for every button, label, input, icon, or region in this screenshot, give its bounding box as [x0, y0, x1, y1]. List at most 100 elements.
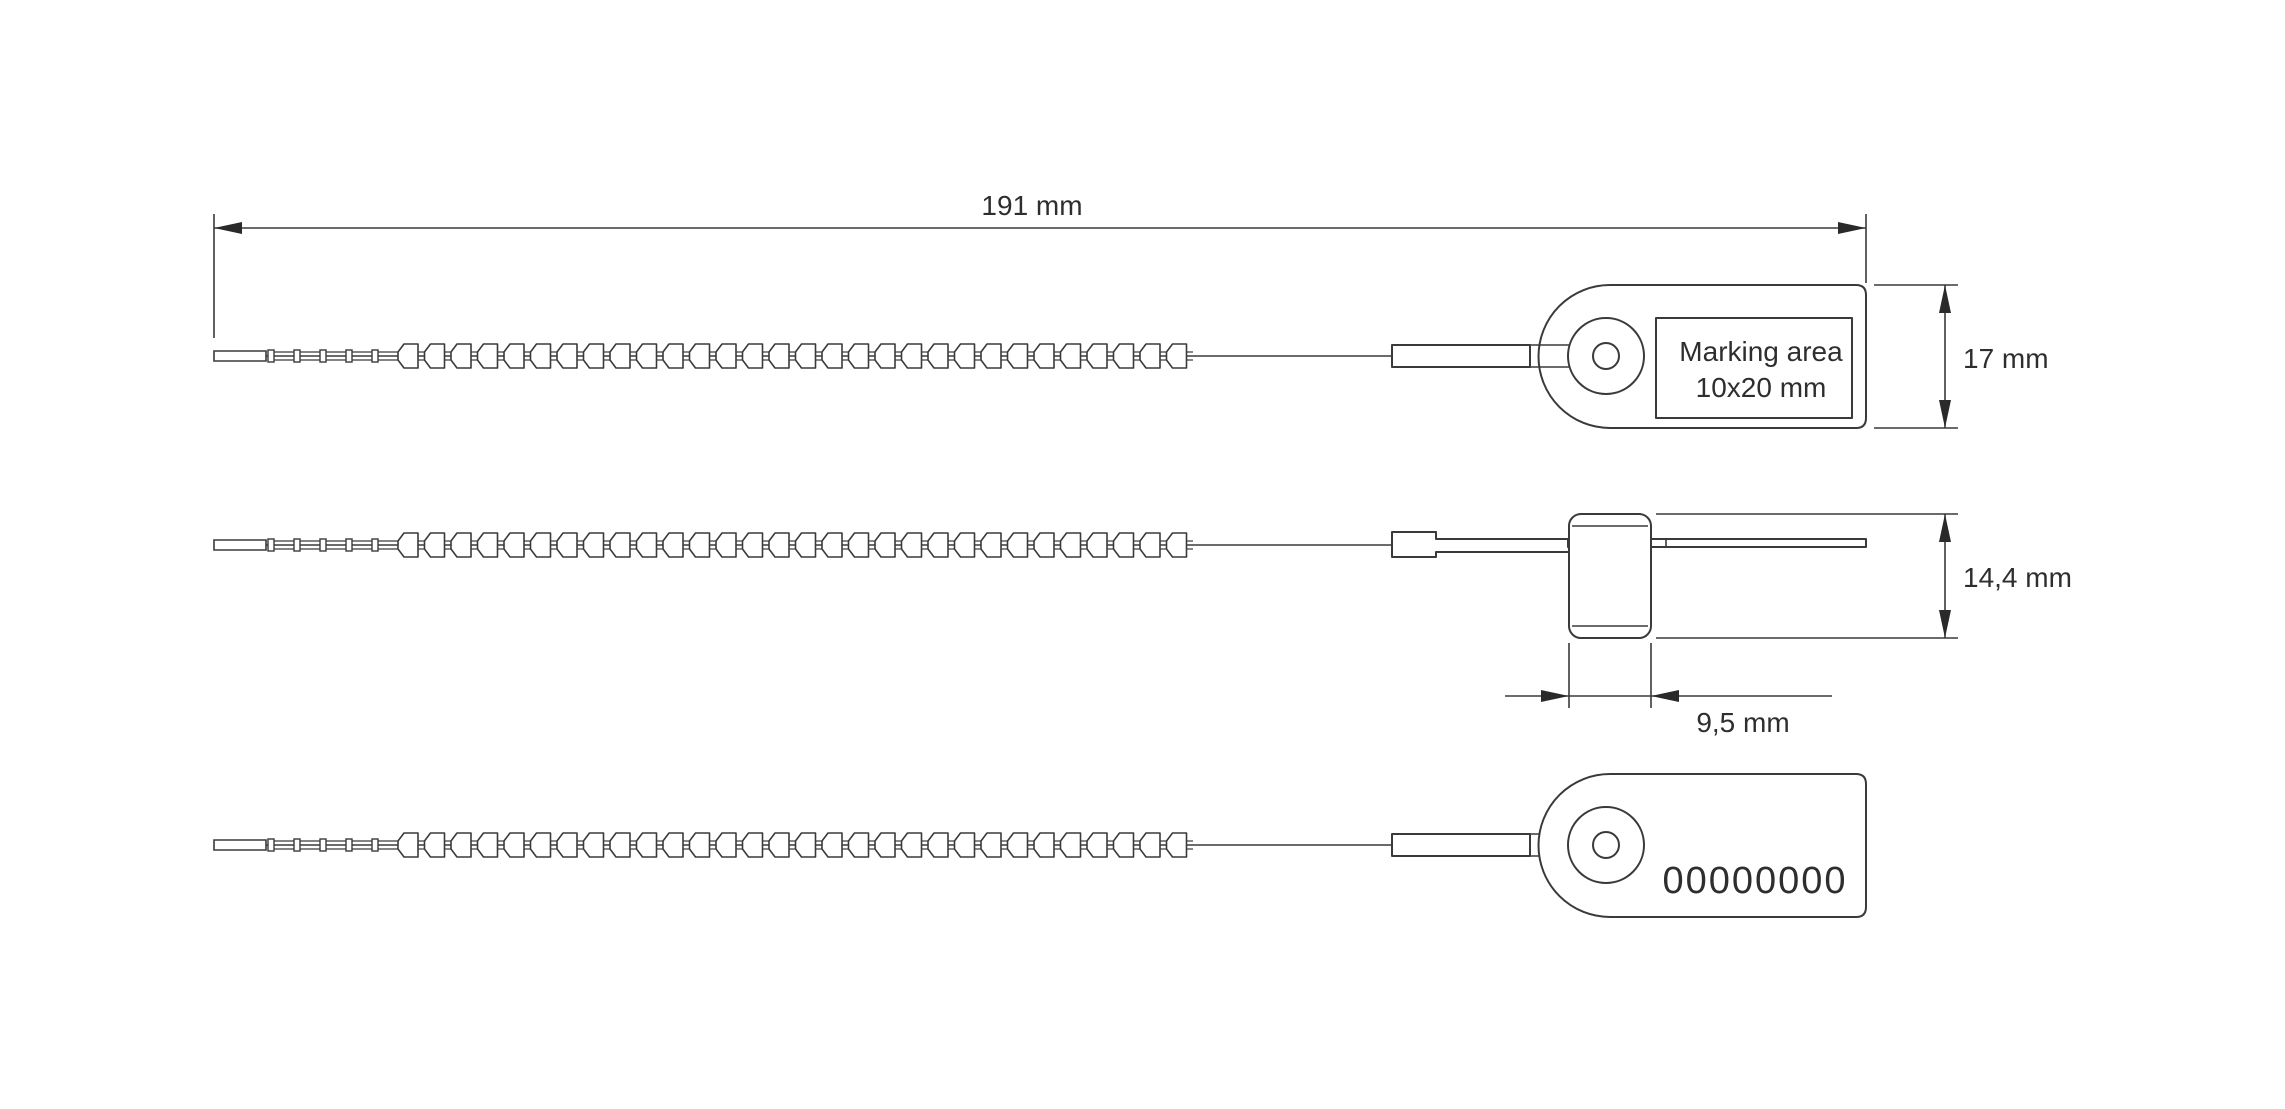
- strap-rib: [267, 349, 275, 363]
- beaded-strap: [213, 343, 1394, 369]
- strap-bead: [1086, 832, 1108, 858]
- strap-rib: [371, 838, 379, 852]
- strap-bead: [821, 832, 843, 858]
- strap-bead: [503, 532, 525, 558]
- strap-bead: [900, 832, 923, 858]
- strap-rib: [319, 838, 327, 852]
- strap-rib: [293, 349, 301, 363]
- strap-bead: [582, 343, 605, 369]
- arrow-bottom: [1939, 610, 1951, 638]
- strap-bead: [476, 532, 499, 558]
- strap-bead: [688, 532, 711, 558]
- strap-tail: [1391, 833, 1531, 857]
- strap-bead: [927, 532, 949, 558]
- strap-bead: [450, 832, 472, 858]
- strap-bead: [1033, 532, 1055, 558]
- strap-bead: [556, 343, 578, 369]
- seal-view-marking-area: Marking area 10x20 mm: [213, 284, 1867, 429]
- seal-view-side: [213, 513, 1867, 639]
- strap-bead: [1165, 532, 1188, 558]
- strap-bead: [1059, 532, 1082, 558]
- strap-bead: [715, 532, 737, 558]
- strap-tail-side: [1391, 531, 1571, 558]
- strap-bead: [635, 532, 658, 558]
- strap-tip: [213, 839, 267, 851]
- strap-tip: [213, 350, 267, 362]
- strap-bead: [450, 532, 472, 558]
- strap-bead: [609, 832, 631, 858]
- strap-bead: [927, 343, 949, 369]
- strap-bead: [715, 343, 737, 369]
- strap-bead: [1112, 832, 1135, 858]
- strap-bead: [1033, 343, 1055, 369]
- strap-bead: [847, 832, 870, 858]
- strap-rib: [293, 838, 301, 852]
- strap-rib: [267, 838, 275, 852]
- strap-bead: [768, 343, 790, 369]
- strap-bead: [662, 832, 684, 858]
- lock-height-label: 14,4 mm: [1963, 562, 2072, 593]
- strap-bead: [794, 343, 817, 369]
- strap-bead: [794, 832, 817, 858]
- strap-bead: [1059, 343, 1082, 369]
- strap-bead: [476, 343, 499, 369]
- strap-bead: [874, 832, 896, 858]
- lock-body-side: [1568, 513, 1652, 639]
- strap-bead: [609, 532, 631, 558]
- strap-bead: [980, 532, 1002, 558]
- strap-tail: [1391, 344, 1531, 368]
- dimension-tag-height: 17 mm: [1874, 284, 2049, 429]
- arrow-top: [1939, 514, 1951, 542]
- strap-bead: [821, 343, 843, 369]
- arrow-left: [1541, 690, 1569, 702]
- strap-bead: [1006, 832, 1029, 858]
- strap-bead: [1059, 832, 1082, 858]
- strap-rib: [267, 538, 275, 552]
- strap-bead: [874, 532, 896, 558]
- arrow-right: [1651, 690, 1679, 702]
- strap-rib: [319, 538, 327, 552]
- strap-bead: [1139, 532, 1161, 558]
- strap-bead: [556, 532, 578, 558]
- strap-bead: [423, 343, 446, 369]
- strap-bead: [1139, 343, 1161, 369]
- strap-bead: [1165, 343, 1188, 369]
- strap-bead: [609, 343, 631, 369]
- strap-bead: [1086, 343, 1108, 369]
- strap-bead: [715, 832, 737, 858]
- strap-bead: [821, 532, 843, 558]
- strap-bead: [688, 343, 711, 369]
- arrow-bottom: [1939, 400, 1951, 428]
- strap-bead: [927, 832, 949, 858]
- strap-bead: [662, 532, 684, 558]
- strap-bead: [953, 832, 976, 858]
- strap-rib: [345, 349, 353, 363]
- strap-bead: [635, 343, 658, 369]
- marking-area-label: Marking area: [1679, 336, 1843, 367]
- strap-bead: [529, 832, 552, 858]
- strap-bead: [1033, 832, 1055, 858]
- strap-bead: [741, 532, 764, 558]
- strap-bead: [397, 343, 419, 369]
- strap-bead: [953, 343, 976, 369]
- strap-bead: [503, 832, 525, 858]
- lock-hole: [1592, 831, 1620, 859]
- marking-area-size: 10x20 mm: [1696, 372, 1827, 403]
- strap-bead: [980, 832, 1002, 858]
- strap-bead: [423, 832, 446, 858]
- strap-bead: [741, 343, 764, 369]
- strap-bead: [847, 532, 870, 558]
- strap-bead: [1112, 532, 1135, 558]
- strap-rib: [371, 349, 379, 363]
- strap-rib: [319, 349, 327, 363]
- strap-bead: [768, 832, 790, 858]
- arrow-right: [1838, 222, 1866, 234]
- strap-bead: [397, 832, 419, 858]
- strap-rib: [345, 538, 353, 552]
- lock-width-label: 9,5 mm: [1696, 707, 1789, 738]
- strap-bead: [900, 532, 923, 558]
- strap-bead: [794, 532, 817, 558]
- strap-bead: [529, 532, 552, 558]
- strap-rib: [371, 538, 379, 552]
